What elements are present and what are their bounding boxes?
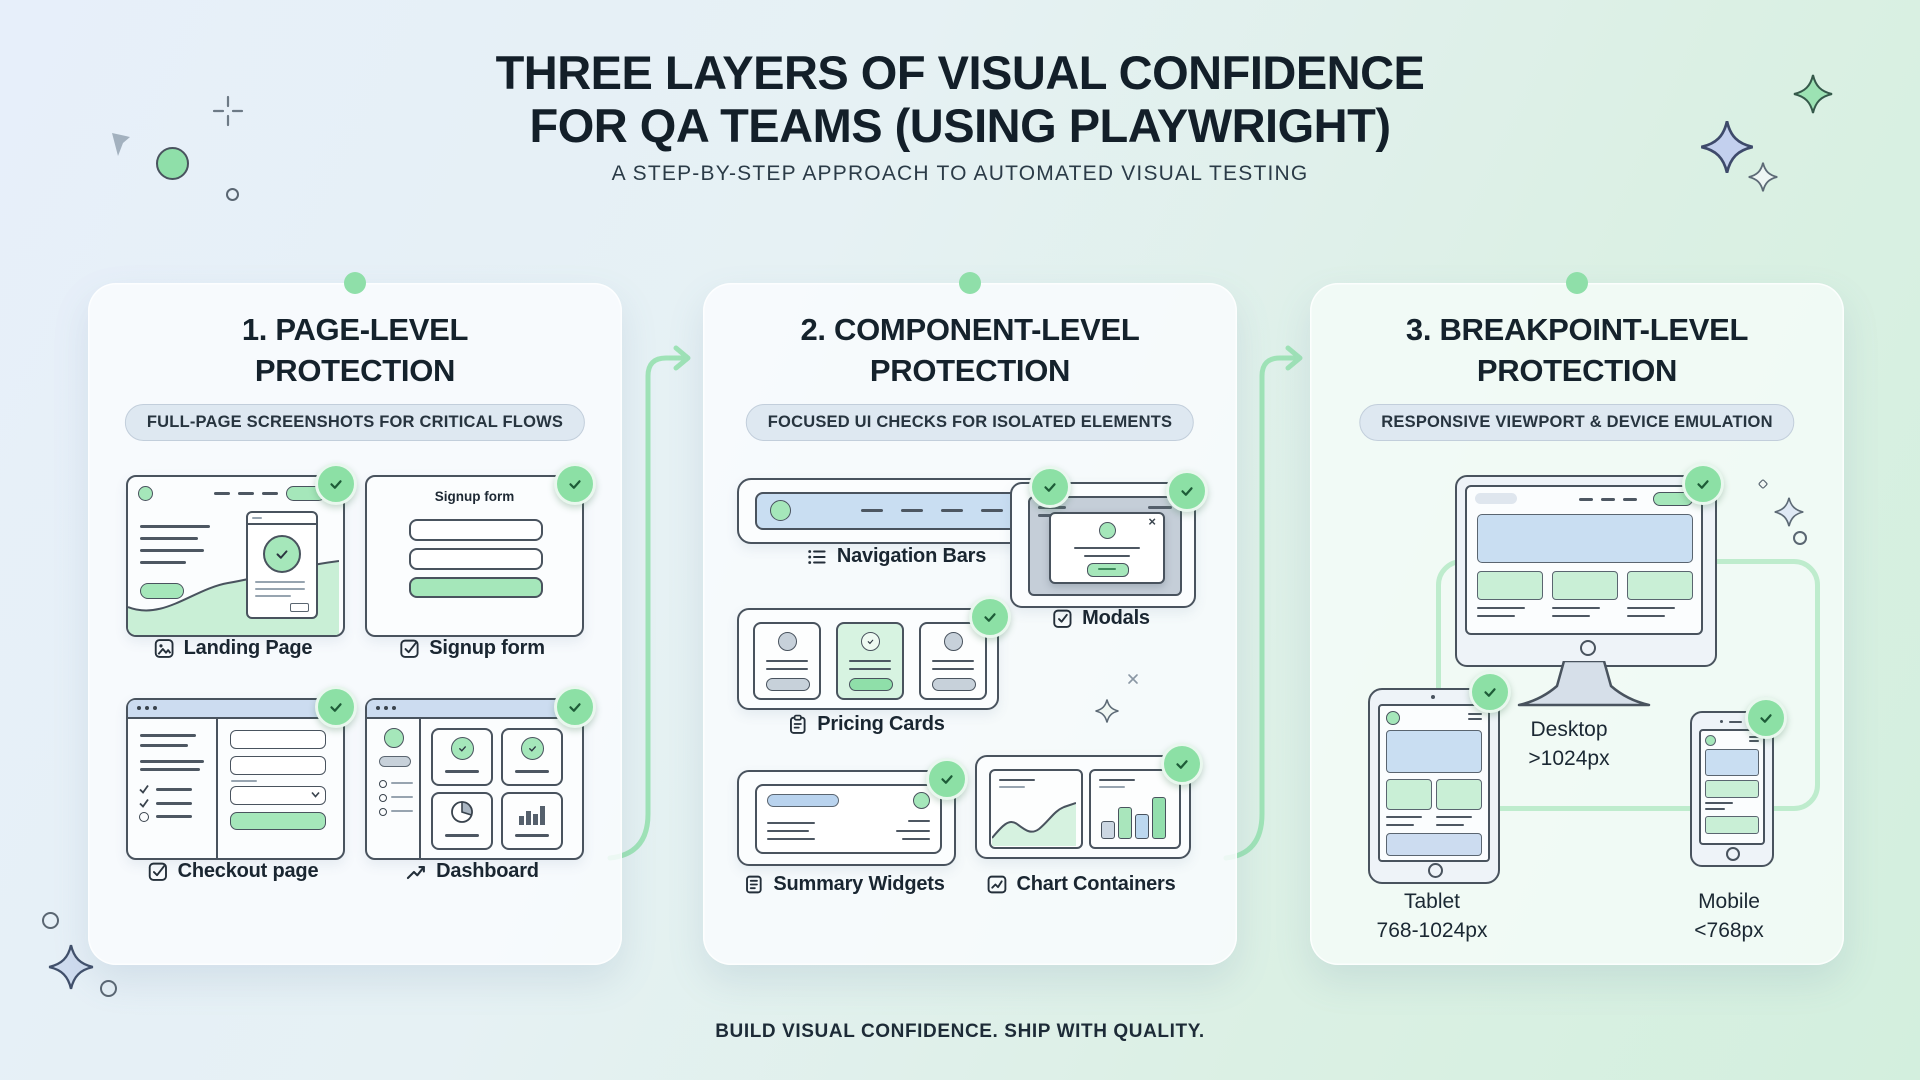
modal-thumbnail: × — [1010, 470, 1208, 608]
small-circle-decoration — [226, 188, 239, 201]
sparkle-icon — [1774, 497, 1804, 527]
checkbox-icon — [148, 862, 167, 881]
check-badge — [1682, 463, 1724, 505]
check-badge — [1745, 697, 1787, 739]
cursor-icon — [112, 133, 130, 156]
desktop-label: Desktop>1024px — [1528, 718, 1610, 770]
tablet-illustration — [1368, 688, 1500, 884]
small-circle-decoration — [42, 912, 59, 929]
mobile-label: Mobile<768px — [1694, 890, 1764, 942]
trend-icon — [406, 865, 425, 879]
clipboard-icon — [790, 714, 806, 734]
card-label-summary-widgets: Summary Widgets — [743, 873, 945, 896]
landing-page-thumbnail — [126, 463, 357, 637]
browser-titlebar — [367, 700, 582, 719]
checkbox-icon — [1053, 609, 1072, 628]
desktop-stand — [1517, 661, 1651, 707]
panel-top-dot — [344, 272, 366, 294]
image-icon — [154, 639, 174, 658]
page-title: THREE LAYERS OF VISUAL CONFIDENCE FOR QA… — [495, 46, 1425, 152]
star-icon — [1748, 162, 1778, 192]
check-badge — [315, 463, 357, 505]
modal-close-icon: × — [1148, 514, 1156, 529]
crosshair-sparkle-icon — [212, 95, 244, 127]
check-badge — [1161, 743, 1203, 785]
desktop-illustration — [1455, 475, 1717, 667]
mobile-illustration — [1690, 711, 1774, 867]
check-badge — [1166, 470, 1208, 512]
card-label-navigation-bars: Navigation Bars — [806, 545, 986, 568]
check-badge — [315, 686, 357, 728]
signup-form-thumbnail: Signup form — [365, 463, 596, 637]
checkout-page-thumbnail — [126, 686, 357, 860]
card-label-pricing-cards: Pricing Cards — [787, 713, 945, 736]
card-label-dashboard: Dashboard — [405, 860, 539, 883]
summary-widget-thumbnail — [737, 758, 968, 866]
small-circle-decoration — [1793, 531, 1807, 545]
chart-icon — [987, 875, 1007, 894]
checkbox-icon — [400, 639, 419, 658]
check-badge — [926, 758, 968, 800]
panel-3-badge: RESPONSIVE VIEWPORT & DEVICE EMULATION — [1359, 404, 1795, 441]
footer-tagline: BUILD VISUAL CONFIDENCE. SHIP WITH QUALI… — [715, 1021, 1205, 1042]
diamond-icon — [1758, 479, 1768, 489]
sparkle-icon — [1095, 699, 1119, 723]
panel-2-badge: FOCUSED UI CHECKS FOR ISOLATED ELEMENTS — [745, 404, 1195, 441]
card-label-checkout-page: Checkout page — [148, 860, 319, 883]
pie-chart-glyph — [451, 801, 473, 823]
check-badge — [1469, 671, 1511, 713]
page-subtitle: A STEP-BY-STEP APPROACH TO AUTOMATED VIS… — [611, 162, 1309, 185]
card-label-modals: Modals — [1052, 607, 1150, 630]
dashboard-thumbnail — [365, 686, 596, 860]
area-chart-glyph — [992, 802, 1076, 846]
check-badge — [1029, 466, 1071, 508]
check-badge — [969, 596, 1011, 638]
star-icon — [1701, 121, 1753, 173]
card-label-landing-page: Landing Page — [154, 637, 313, 660]
check-badge — [554, 463, 596, 505]
green-circle-decoration — [156, 147, 189, 180]
browser-titlebar — [128, 700, 343, 719]
chart-containers-thumbnail — [975, 743, 1203, 859]
panel-1-badge: FULL-PAGE SCREENSHOTS FOR CRITICAL FLOWS — [124, 404, 586, 441]
card-label-signup-form: Signup form — [399, 637, 545, 660]
document-icon — [746, 875, 762, 894]
small-circle-decoration — [100, 980, 117, 997]
navigation-bar-thumbnail — [737, 466, 1071, 544]
list-icon — [808, 549, 826, 564]
pricing-cards-thumbnail — [737, 596, 1011, 710]
signup-card-title: Signup form — [434, 489, 515, 504]
tiny-cross-icon — [1128, 674, 1138, 684]
star-icon — [48, 944, 94, 990]
panel-top-dot — [1566, 272, 1588, 294]
star-icon — [1793, 74, 1833, 114]
check-badge — [554, 686, 596, 728]
hero-modal — [246, 511, 318, 619]
panel-top-dot — [959, 272, 981, 294]
bar-chart-glyph — [519, 806, 545, 825]
card-label-chart-containers: Chart Containers — [986, 873, 1176, 896]
